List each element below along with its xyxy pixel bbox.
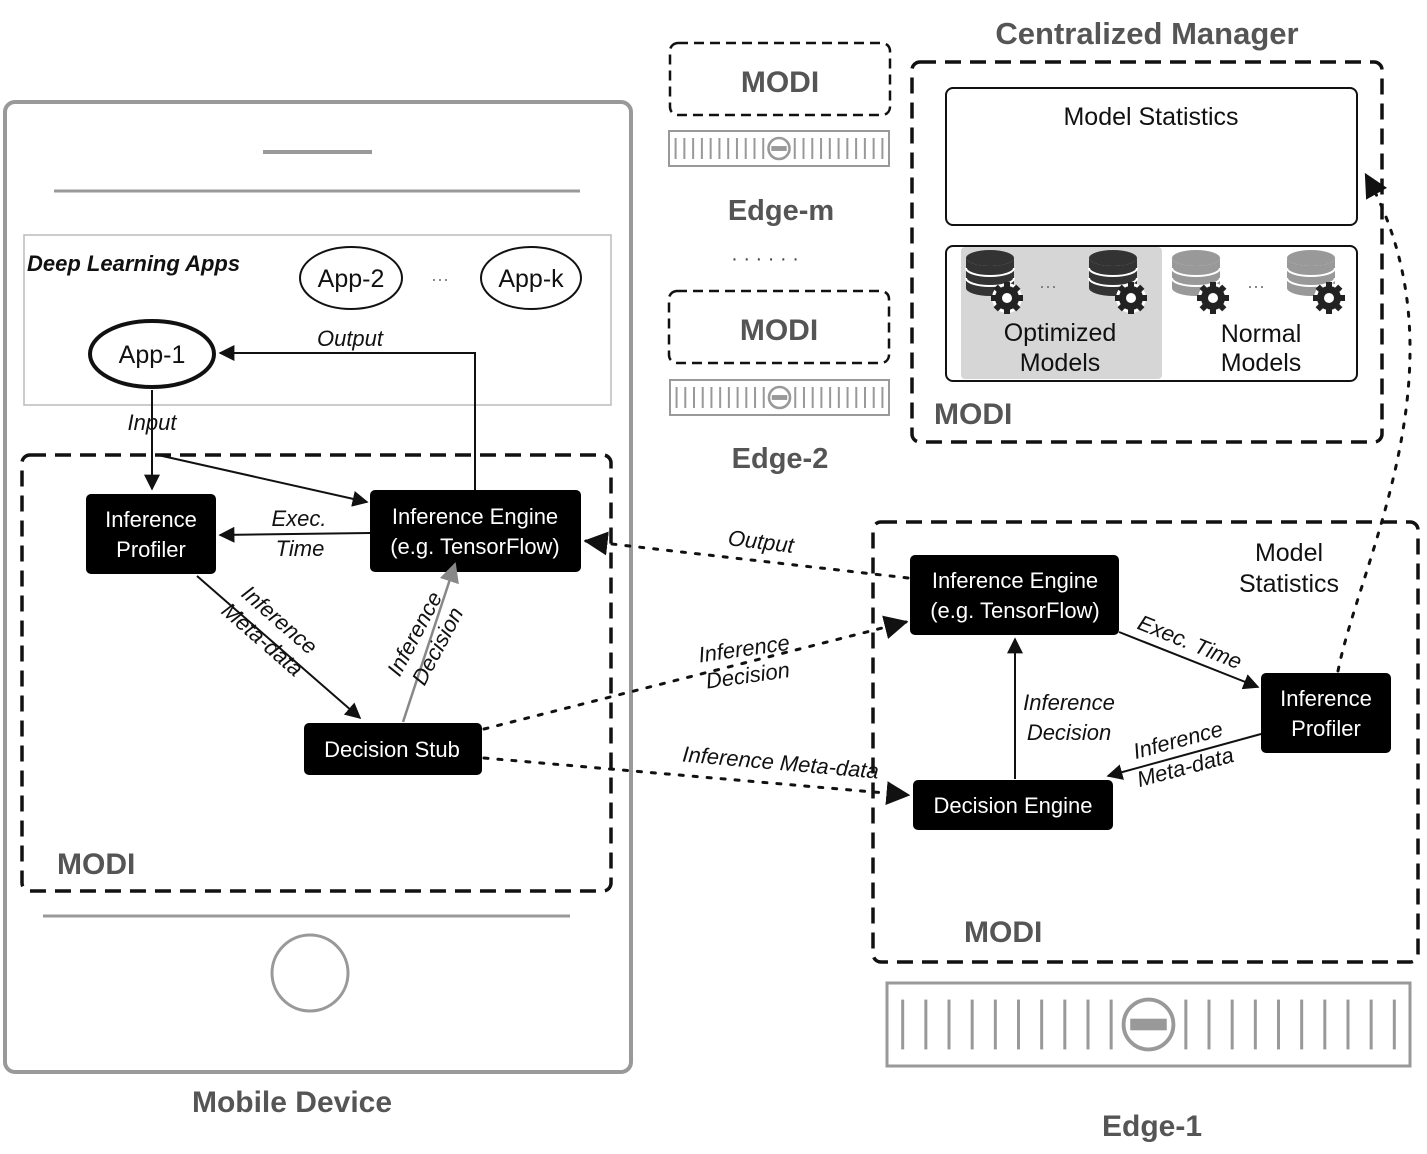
phone-home-button-icon xyxy=(270,933,350,1013)
edge-1-exec-time-label: Exec. Time xyxy=(1134,610,1245,674)
mobile-modi-container xyxy=(20,453,613,893)
apps-ellipsis: ··· xyxy=(431,269,449,289)
remote-output-link xyxy=(583,531,910,580)
app-1-label: App-1 xyxy=(119,341,186,369)
edge-1-decision-line2: Decision xyxy=(1027,720,1111,745)
app-2-label: App-2 xyxy=(318,265,385,293)
edge-2-modi-box xyxy=(667,289,891,365)
edge-1-server-icon xyxy=(885,981,1412,1068)
apps-panel xyxy=(23,234,612,406)
edge-m-server-icon xyxy=(668,130,890,167)
mobile-profiler-line1: Inference xyxy=(105,507,197,532)
app-2-node xyxy=(299,246,403,310)
decision-arrow xyxy=(401,562,459,723)
edge-1-engine-line2: (e.g. TensorFlow) xyxy=(930,598,1100,623)
edge-1-modi-label: MODI xyxy=(964,916,1042,949)
model-statistics-title: Model Statistics xyxy=(1063,103,1238,131)
edge-1-inference-profiler xyxy=(1261,673,1391,753)
edge-1-engine-line1: Inference Engine xyxy=(932,568,1098,593)
gear-icon xyxy=(1197,282,1229,314)
manager-title: Centralized Manager xyxy=(995,16,1298,51)
edge-2-modi-label: MODI xyxy=(740,314,818,347)
optimized-ellipsis: ··· xyxy=(1039,276,1057,296)
manager-modi-container xyxy=(910,60,1384,444)
output-label: Output xyxy=(317,326,384,351)
statistics-upload-link xyxy=(1336,172,1412,673)
decision-stub xyxy=(304,723,482,775)
metadata-arrow xyxy=(196,575,362,720)
mobile-engine-line1: Inference Engine xyxy=(392,504,558,529)
remote-decision-link xyxy=(482,615,909,731)
gear-icon xyxy=(1115,282,1147,314)
edge-m: MODI Edge-m xyxy=(668,41,892,227)
optimized-models-line2: Models xyxy=(1020,349,1101,377)
normal-ellipsis: ··· xyxy=(1247,276,1265,296)
edge-1-profiler-line1: Inference xyxy=(1280,686,1372,711)
decision-stub-label: Decision Stub xyxy=(324,737,460,762)
mobile-modi-label: MODI xyxy=(57,848,135,881)
output-arrow xyxy=(218,345,476,490)
input-label: Input xyxy=(128,410,178,435)
edge-1-inference-engine xyxy=(910,555,1119,635)
mobile-device: Mobile Device Deep Learning Apps App-2 ·… xyxy=(3,100,633,1119)
edge-1-caption: Edge-1 xyxy=(1102,1110,1202,1143)
edge-1-decision-engine-label: Decision Engine xyxy=(934,793,1093,818)
mobile-engine-line2: (e.g. TensorFlow) xyxy=(390,534,560,559)
edge-1-stats-line1: Model xyxy=(1255,539,1323,567)
edge-1-metadata-arrow xyxy=(1106,733,1262,780)
mobile-device-caption: Mobile Device xyxy=(192,1086,392,1119)
app-k-label: App-k xyxy=(498,265,564,293)
centralized-manager: Centralized Manager Model Statistics ···… xyxy=(910,16,1384,444)
app-k-node xyxy=(480,246,582,310)
edge-2-server-icon xyxy=(669,379,890,416)
remote-output-label: Output xyxy=(727,525,796,558)
edge-1-decision-engine xyxy=(913,780,1113,830)
normal-models-line1: Normal xyxy=(1221,320,1302,348)
exec-time-arrow xyxy=(218,526,371,543)
edge-1-profiler-line2: Profiler xyxy=(1291,716,1361,741)
exec-time-line1: Exec. xyxy=(271,506,326,531)
edge-1-modi-container xyxy=(871,520,1420,964)
edge-1-stats-line2: Statistics xyxy=(1239,570,1339,598)
edge-1-exec-time-arrow xyxy=(1118,631,1260,690)
gear-icon xyxy=(1313,282,1345,314)
edge-1-decision-line1: Inference xyxy=(1023,690,1115,715)
edge-m-modi-box xyxy=(668,41,892,117)
edge-2-caption: Edge-2 xyxy=(732,443,829,475)
edge-m-caption: Edge-m xyxy=(728,195,834,227)
mobile-inference-profiler xyxy=(86,494,216,574)
normal-models-line2: Models xyxy=(1221,349,1302,377)
mobile-profiler-line2: Profiler xyxy=(116,537,186,562)
input-to-engine-arrow xyxy=(157,454,369,507)
remote-metadata-link xyxy=(482,756,911,806)
apps-title: Deep Learning Apps xyxy=(27,251,240,276)
edge-2: MODI Edge-2 xyxy=(667,289,891,475)
edges-ellipsis: · · · · · · xyxy=(731,248,799,270)
model-statistics-panel xyxy=(945,87,1358,226)
mobile-inference-engine xyxy=(370,490,581,572)
gear-icon xyxy=(991,282,1023,314)
exec-time-line2: Time xyxy=(276,536,325,561)
edge-m-modi-label: MODI xyxy=(741,66,819,99)
manager-modi-label: MODI xyxy=(934,398,1012,431)
app-1-node xyxy=(88,319,216,389)
optimized-models-line1: Optimized xyxy=(1004,319,1117,347)
edge-1: MODI Inference Engine (e.g. TensorFlow) … xyxy=(871,520,1420,1143)
